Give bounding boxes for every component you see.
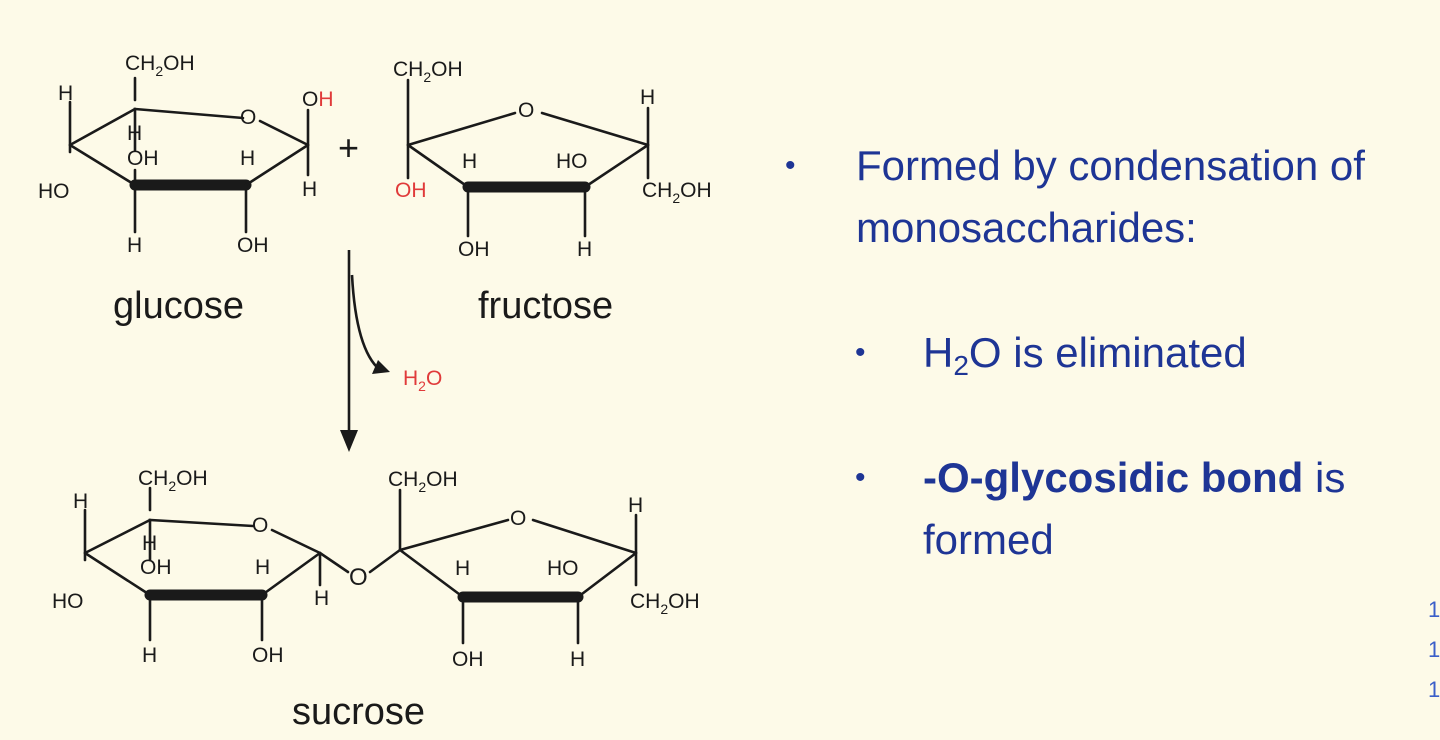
atom-text: OH (458, 238, 490, 261)
atom-text: H (570, 648, 585, 671)
svg-text:H2O: H2O (403, 367, 442, 394)
plus-sign: + (338, 127, 359, 168)
svg-text:CH2OH: CH2OH (393, 58, 463, 85)
svg-text:CH2OH: CH2OH (630, 590, 700, 617)
bullet-text: H2O is eliminated (923, 329, 1247, 381)
atom-text: HO (556, 150, 588, 173)
svg-text:CH2OH: CH2OH (388, 468, 458, 495)
bullet-marker: • (855, 461, 866, 494)
atom-text: H (240, 147, 255, 170)
edge-mark: 1 (1428, 677, 1440, 702)
atom-text: OH (237, 234, 269, 257)
bullet-text: -O-glycosidic bond is formed (923, 454, 1346, 563)
atom-text: H (127, 234, 142, 257)
atom-text: H (462, 150, 477, 173)
ring-oxygen: O (240, 106, 256, 129)
sucrose-structure: CH2OH H O H OH H HO H H OH O CH2OH O H H… (52, 467, 700, 733)
bullet-marker: • (855, 336, 866, 369)
ring-oxygen: O (510, 507, 526, 530)
atom-text: H (455, 557, 470, 580)
atom-text: OH (140, 556, 172, 579)
atom-text: H (255, 556, 270, 579)
ring-oxygen: O (518, 99, 534, 122)
svg-text:CH2OH: CH2OH (125, 52, 195, 79)
atom-text: H (577, 238, 592, 261)
atom-text: HO (38, 180, 70, 203)
atom-text: HO (547, 557, 579, 580)
reaction-arrow: H2O (340, 250, 442, 452)
edge-marks: 1 1 1 (1428, 590, 1440, 710)
atom-text: CH (125, 52, 155, 75)
atom-text: H (628, 494, 643, 517)
sucrose-label: sucrose (292, 691, 425, 733)
bullet-text: Formed by condensation of monosaccharide… (856, 142, 1365, 251)
svg-text:CH2OH: CH2OH (642, 179, 712, 206)
glycosidic-oxygen: O (349, 564, 368, 591)
atom-text: H (127, 122, 142, 145)
atom-text: H (73, 490, 88, 513)
atom-text: OH (127, 147, 159, 170)
atom-text: H (640, 86, 655, 109)
edge-mark: 1 (1428, 637, 1440, 662)
atom-text-highlight: OH (395, 179, 427, 202)
glucose-label: glucose (113, 285, 244, 327)
svg-text:CH2OH: CH2OH (138, 467, 208, 494)
atom-text: H (142, 644, 157, 667)
atom-text: H (142, 532, 157, 555)
reaction-diagram: CH2OH H H O OH OH H HO H H OH glucose + … (38, 52, 712, 733)
atom-text: H (314, 587, 329, 610)
atom-text: H (302, 178, 317, 201)
fructose-structure: CH2OH O H H HO OH CH2OH OH H fructose (393, 58, 712, 327)
svg-text:OH: OH (302, 88, 334, 111)
atom-text: H (58, 82, 73, 105)
bullet-marker: • (785, 149, 796, 182)
fructose-label: fructose (478, 285, 613, 327)
atom-text: OH (452, 648, 484, 671)
ring-oxygen: O (252, 514, 268, 537)
atom-text: OH (252, 644, 284, 667)
glucose-structure: CH2OH H H O OH OH H HO H H OH glucose (38, 52, 334, 327)
edge-mark: 1 (1428, 597, 1440, 622)
atom-text: HO (52, 590, 84, 613)
